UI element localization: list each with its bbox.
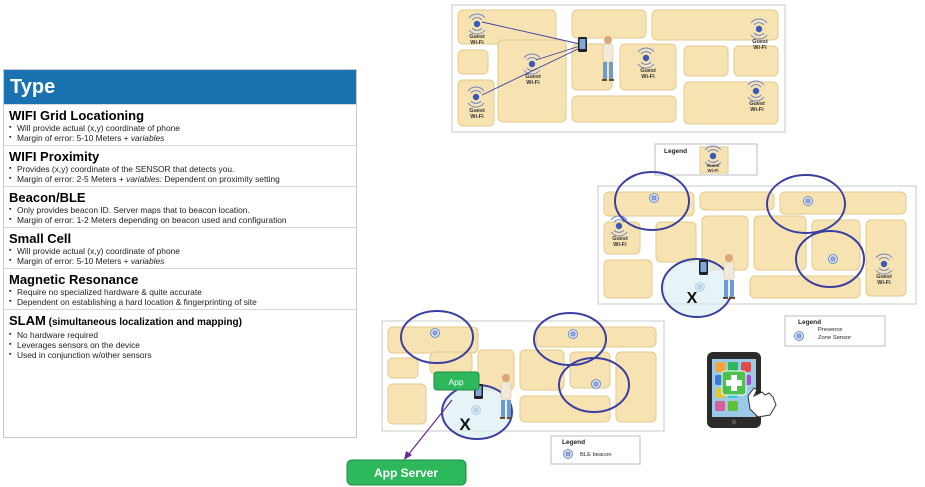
type-panel: Type WIFI Grid LocationingWill provide a…	[3, 69, 357, 438]
bullet-tail: Dependent on proximity setting	[162, 174, 280, 184]
section-title: Small Cell	[9, 231, 351, 246]
bullet-italic: variables	[130, 256, 165, 266]
panel-header: Type	[4, 70, 356, 104]
bullet-text: Provides (x,y) coordinate of the SENSOR …	[17, 164, 235, 174]
legend-presence: Legend Presence Zone Sensor	[784, 315, 886, 347]
section: SLAM (simultaneous localization and mapp…	[4, 309, 356, 362]
section-title: WIFI Proximity	[9, 149, 351, 164]
section: Beacon/BLEOnly provides beacon ID. Serve…	[4, 186, 356, 227]
bullet-item: Will provide actual (x,y) coordinate of …	[9, 123, 351, 133]
bullet-item: Margin of error: 5-10 Meters + variables	[9, 256, 351, 266]
section-title-text: Beacon/BLE	[9, 190, 86, 205]
legend-presence-label: Zone Sensor	[818, 335, 851, 341]
bullet-text: Dependent on establishing a hard locatio…	[17, 297, 257, 307]
wifi-label: Wi-Fi	[470, 40, 484, 46]
section-title: SLAM (simultaneous localization and mapp…	[9, 313, 351, 330]
section-title-text: Magnetic Resonance	[9, 272, 139, 287]
bullet-item: Require no specialized hardware & quite …	[9, 287, 351, 297]
wifi-label: Wi-Fi	[750, 107, 764, 113]
wifi-label: Guest	[876, 274, 892, 280]
bullet-text: Margin of error: 2-5 Meters +	[17, 174, 127, 184]
wifi-label: Wi-Fi	[753, 45, 767, 51]
floorplan-wifi-proximity: Guest Wi-Fi Guest Wi-Fi X	[597, 171, 917, 318]
bullet-item: Used in conjunction w/other sensors	[9, 350, 351, 360]
app-badge	[433, 371, 480, 391]
bullet-text: Will provide actual (x,y) coordinate of …	[17, 123, 180, 133]
bullet-item: Margin of error: 2-5 Meters + variables:…	[9, 174, 351, 184]
app-server-arrow	[407, 399, 453, 456]
wifi-label: Wi-Fi	[877, 280, 891, 286]
section-title: Magnetic Resonance	[9, 272, 351, 287]
bullet-item: Dependent on establishing a hard locatio…	[9, 297, 351, 307]
section-title-text: WIFI Grid Locationing	[9, 108, 145, 123]
wifi-label: Guest	[752, 39, 768, 45]
legend-ble: Legend BLE beacon	[550, 435, 641, 465]
wifi-label: Guest	[525, 74, 541, 80]
bullet-item: Margin of error: 1-2 Meters depending on…	[9, 215, 351, 225]
app-server-box: App Server	[346, 459, 467, 486]
legend-title: Legend	[798, 319, 821, 326]
section-title-text: WIFI Proximity	[9, 149, 100, 164]
bullet-item: Leverages sensors on the device	[9, 340, 351, 350]
x-mark: X	[687, 290, 698, 307]
bullet-text: Leverages sensors on the device	[17, 340, 140, 350]
bullet-text: Require no specialized hardware & quite …	[17, 287, 202, 297]
wifi-label: Wi-Fi	[470, 114, 484, 120]
wifi-label: Guest	[612, 236, 628, 242]
bullet-text: Used in conjunction w/other sensors	[17, 350, 152, 360]
bullet-text: Only provides beacon ID. Server maps tha…	[17, 205, 250, 215]
bullet-italic: variables:	[126, 174, 162, 184]
section: WIFI Grid LocationingWill provide actual…	[4, 104, 356, 145]
bullet-text: Margin of error: 1-2 Meters depending on…	[17, 215, 287, 225]
section-title: WIFI Grid Locationing	[9, 108, 351, 123]
section: WIFI ProximityProvides (x,y) coordinate …	[4, 145, 356, 186]
bullet-text: Margin of error: 5-10 Meters +	[17, 256, 131, 266]
x-mark: X	[459, 415, 471, 434]
legend-title: Legend	[664, 148, 687, 155]
legend-title: Legend	[562, 439, 585, 446]
section-title: Beacon/BLE	[9, 190, 351, 205]
wifi-label: Guest	[469, 34, 485, 40]
legend-wifi: Legend Guest Wi-Fi	[654, 143, 758, 176]
bullet-text: Margin of error: 5-10 Meters +	[17, 133, 131, 143]
bullet-text: No hardware required	[17, 330, 99, 340]
smartphone-icon	[707, 352, 777, 428]
app-label: App	[448, 377, 463, 387]
bullet-item: No hardware required	[9, 330, 351, 340]
bullet-italic: variables	[130, 133, 165, 143]
sections-list: WIFI Grid LocationingWill provide actual…	[4, 104, 356, 362]
wifi-label: Wi-Fi	[526, 80, 540, 86]
section: Magnetic ResonanceRequire no specialized…	[4, 268, 356, 309]
wifi-label: Guest	[749, 101, 765, 107]
floorplan-ble: X App	[381, 310, 665, 440]
floorplan-wifi-grid: Guest Wi-Fi Guest Wi-Fi Guest Wi-Fi Gues…	[451, 4, 786, 133]
section-title-text: SLAM	[9, 313, 46, 328]
legend-wifi-label: Wi-Fi	[708, 168, 719, 173]
wifi-label: Guest	[640, 68, 656, 74]
bullet-text: Will provide actual (x,y) coordinate of …	[17, 246, 180, 256]
section-title-text: Small Cell	[9, 231, 72, 246]
legend-ble-label: BLE beacon	[580, 452, 612, 458]
section-subtitle: (simultaneous localization and mapping)	[45, 317, 242, 328]
app-server-label: App Server	[374, 466, 438, 480]
wifi-label: Wi-Fi	[641, 74, 655, 80]
section: Small CellWill provide actual (x,y) coor…	[4, 227, 356, 268]
wifi-label: Wi-Fi	[613, 242, 627, 248]
bullet-item: Margin of error: 5-10 Meters + variables	[9, 133, 351, 143]
legend-wifi-label: Guest	[707, 163, 720, 168]
bullet-item: Will provide actual (x,y) coordinate of …	[9, 246, 351, 256]
wifi-label: Guest	[469, 108, 485, 114]
bullet-item: Only provides beacon ID. Server maps tha…	[9, 205, 351, 215]
legend-presence-label: Presence	[818, 327, 843, 333]
bullet-item: Provides (x,y) coordinate of the SENSOR …	[9, 164, 351, 174]
